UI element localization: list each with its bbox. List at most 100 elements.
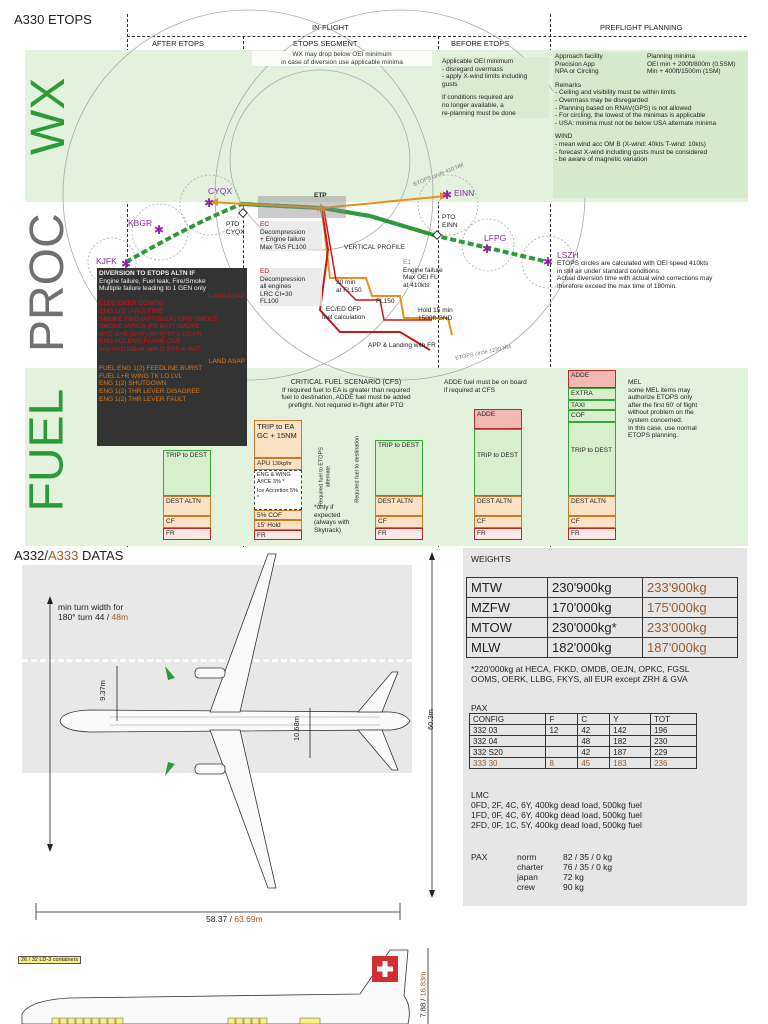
fuel-trip-dest-1: TRIP to DEST (163, 450, 211, 496)
weights-footnote: *220'000kg at HECA, FKKD, OMDB, OEJN, OP… (471, 664, 690, 684)
fuel-cof: COF (568, 410, 616, 422)
fuel-dest-altn-3: DEST ALTN (375, 496, 423, 516)
col-divider-3 (438, 36, 439, 547)
header-inflight: IN-FLIGHT (312, 23, 349, 32)
fuel-fr-2: FR (254, 530, 302, 540)
profile-app-landing: APP & Landing with FR (368, 342, 436, 349)
svg-text:✱: ✱ (316, 202, 326, 216)
runway-centerline (22, 659, 412, 662)
dim-937: 9.37m (97, 680, 107, 701)
fuel-apu: APU 130kg/hr (254, 458, 302, 470)
airport-cyqx: CYQX (208, 186, 233, 196)
fuel-cf-3: CF (375, 516, 423, 528)
turn-width-note: min turn width for 180° turn 44 / 48m (58, 602, 129, 622)
fuel-req-ea-label: Required fuel to ETOPS alternate (318, 447, 331, 507)
airport-kjfk: KJFK (96, 256, 117, 266)
profile-fl150: FL150 (376, 298, 395, 305)
airport-einn: EINN (454, 188, 475, 198)
fuel-trip-dest-5: TRIP to DEST (568, 422, 616, 496)
fuel-taxi: TAXI (568, 400, 616, 410)
svg-text:✱: ✱ (204, 196, 214, 210)
fuel-fr-4: FR (474, 528, 522, 540)
fuel-adde-4: ADDE (474, 409, 522, 429)
fuel-dest-altn-4: DEST ALTN (474, 496, 522, 516)
wingspan-dim: 58.37 / 63.69m (206, 914, 263, 924)
fuel-trip-dest-3: TRIP to DEST (375, 440, 423, 496)
etp-label: ETP (314, 192, 327, 199)
etops-route-map: ✱ ✱ ✱ ✱ ✱ ✱ ✱ (62, 9, 586, 381)
fuel-cf-5: CF (568, 516, 616, 528)
datas-title: A332/A333 DATAS (14, 548, 124, 563)
fuel-fr-5: FR (568, 528, 616, 540)
aircraft-side-view (21, 948, 429, 1024)
wx-before-note: Applicable OEI minimum- disregard overma… (441, 57, 549, 119)
fuel-fr-1: FR (163, 528, 211, 540)
weights-title: WEIGHTS (471, 554, 511, 564)
fuel-fr-3: FR (375, 528, 423, 540)
airport-lfpg: LFPG (484, 233, 507, 243)
cfs-note: CRITICAL FUEL SCENARIO (CFS) If required… (281, 379, 411, 409)
dim-603: 60.3m (425, 709, 435, 730)
lmc-section: LMC 0FD, 2F, 4C, 6Y, 400kg dead load, 50… (471, 790, 642, 830)
fuel-cf-4: CF (474, 516, 522, 528)
fuel-dest-altn-1: DEST ALTN (163, 496, 211, 516)
svg-text:✱: ✱ (442, 188, 452, 202)
diversion-procedure-box: DIVERSION TO ETOPS ALTN IF Engine failur… (97, 268, 247, 446)
col-etops-segment: ETOPS SEGMENT (293, 39, 358, 48)
fuel-hold-15: 15' Hold (254, 520, 302, 530)
fuel-eng-wing-ice: ENG & WING A/ICE 3% * Ice Accretion 5% * (254, 470, 302, 510)
airport-lszh: LSZH (557, 250, 579, 260)
cargo-note: 26 / 32 LD-3 containers (18, 956, 82, 964)
svg-text:✱: ✱ (121, 257, 131, 271)
fuel-extra: EXTRA (568, 388, 616, 400)
fuel-dest-altn-5: DEST ALTN (568, 496, 616, 516)
fuel-trip-ea: TRIP to EA GC + 15NM (254, 420, 302, 458)
airport-kbgr: KBGR (128, 218, 153, 228)
vertical-profile-title: VERTICAL PROFILE (344, 244, 406, 251)
etops-circles-note: ETOPS circles are calculated with OEI sp… (557, 260, 713, 290)
header-line (127, 36, 747, 37)
fuel-adde-5: ADDE (568, 370, 616, 388)
dim-1068: 10.68m (292, 715, 302, 742)
svg-text:✱: ✱ (543, 255, 553, 269)
aircraft-top-view (35, 552, 435, 920)
svg-text:✱: ✱ (154, 223, 164, 237)
header-preflight: PREFLIGHT PLANNING (600, 23, 683, 32)
pax-title: PAX (471, 703, 488, 713)
fuel-trip-dest-4: TRIP to DEST (474, 429, 522, 496)
fuel-req-dest-label: Required fuel to destination (354, 435, 361, 503)
etp-shade (258, 196, 346, 218)
svg-text:✱: ✱ (482, 242, 492, 256)
col-divider-4 (550, 14, 551, 547)
tail-height-dim: 7.88 / 16.83m (418, 971, 428, 1018)
col-after-etops: AFTER ETOPS (152, 39, 204, 48)
fuel-cof-5: 5% COF (254, 510, 302, 520)
col-before-etops: BEFORE ETOPS (451, 39, 510, 48)
etops-title: A330 ETOPS (14, 12, 92, 27)
